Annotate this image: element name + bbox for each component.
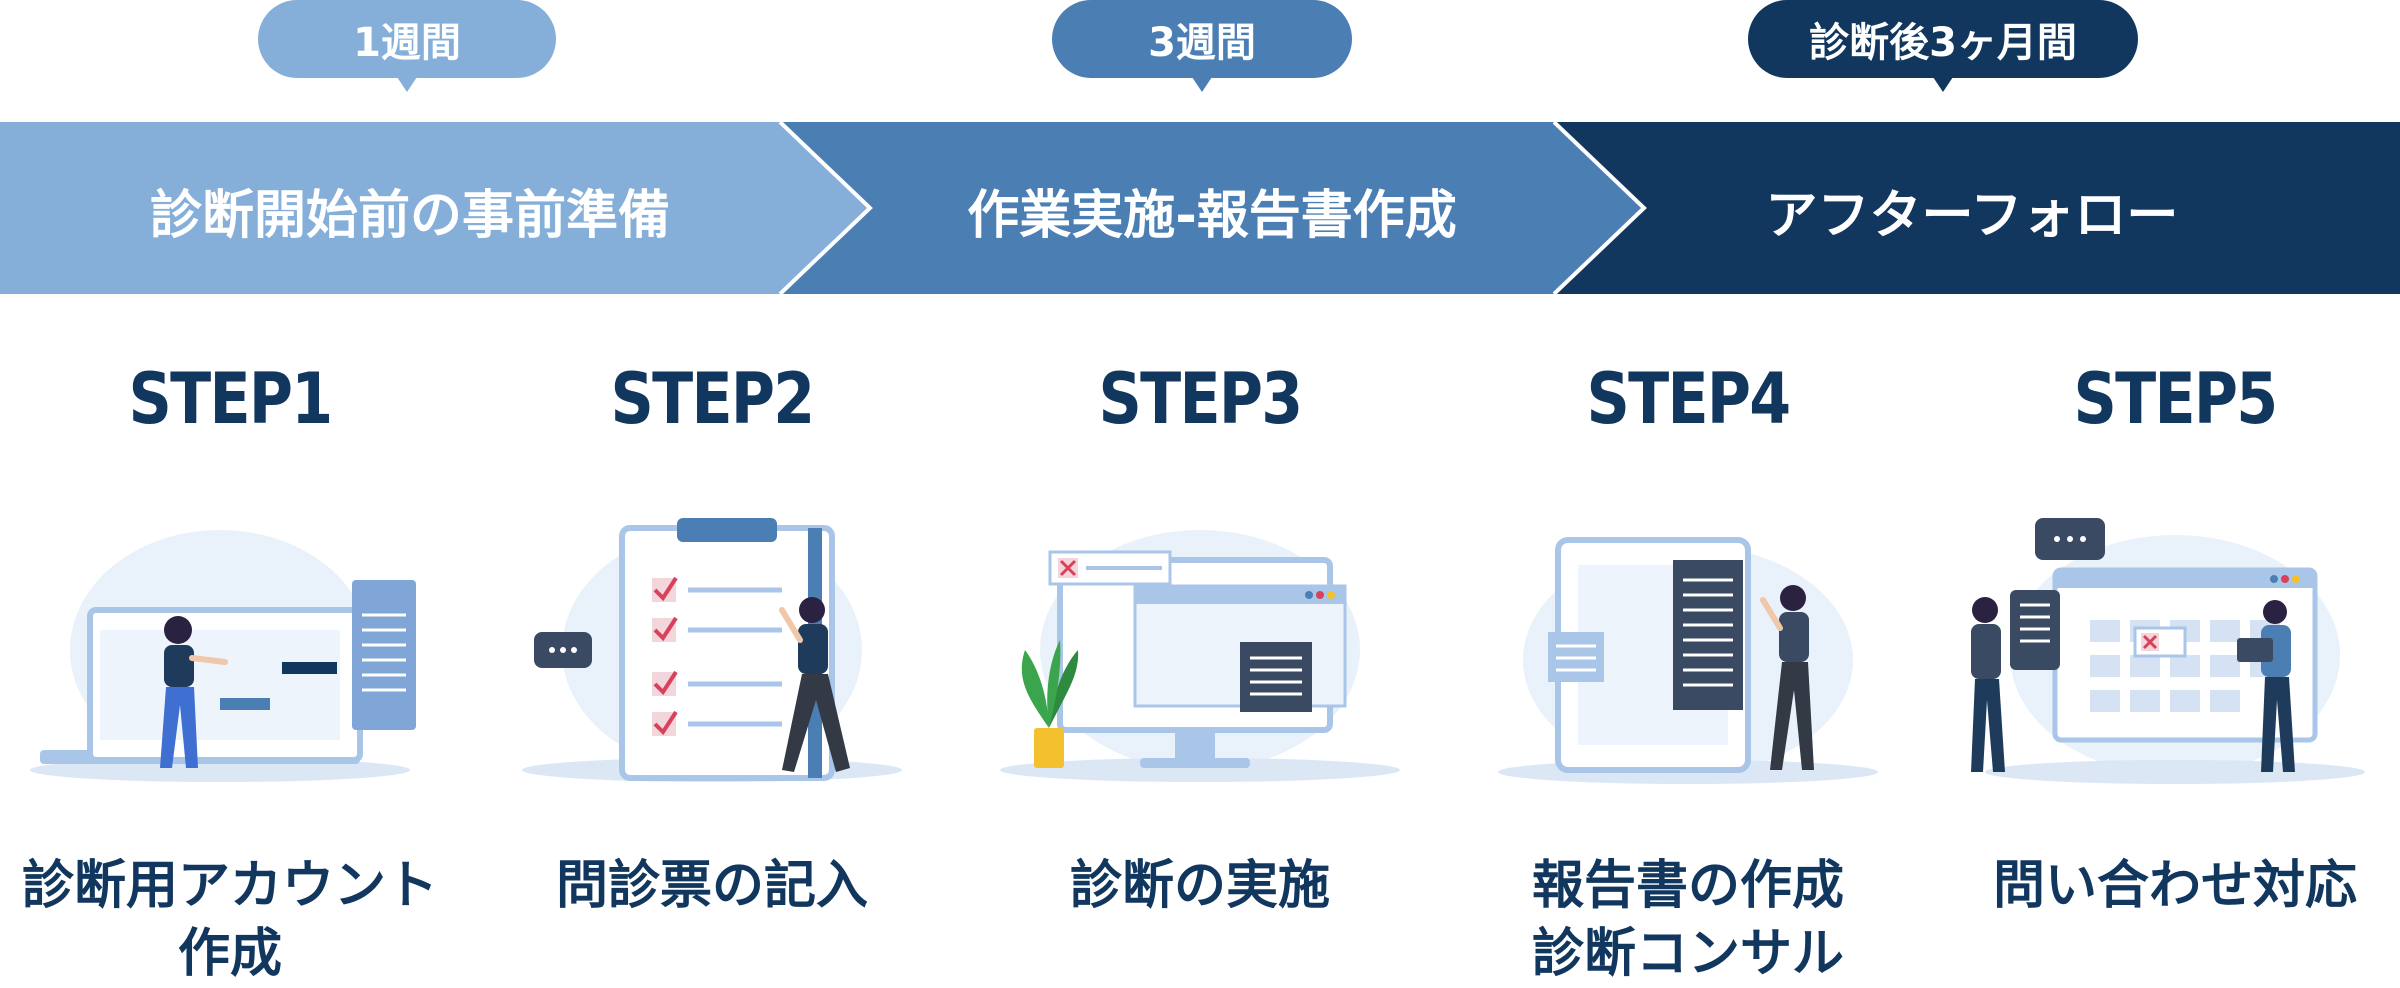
monitor-diagnosis-illustration (1000, 530, 1400, 782)
phase-band (0, 122, 2400, 294)
account-setup-illustration (30, 530, 416, 782)
duration-label: 診断後3ヶ月間 (1809, 20, 2077, 66)
duration-badge-1: 1週間 (258, 0, 556, 92)
step-label: 診断の実施 (950, 852, 1450, 920)
badge-pointer (1192, 77, 1212, 92)
phase-2-label: 作業実施-報告書作成 (967, 185, 1457, 246)
phase-divider-2 (1552, 122, 1647, 294)
step-title: STEP3 (1098, 358, 1304, 440)
phase-1-arrow (0, 122, 870, 294)
step-label-line: 診断用アカウント (21, 856, 438, 916)
report-document-illustration (1498, 537, 1878, 784)
badge-pointer (1933, 77, 1953, 92)
step-4: STEP4 報告書の作成 診断コンサル (1458, 340, 1918, 986)
step-title: STEP5 (2073, 358, 2279, 440)
step-label: 報告書の作成 診断コンサル (1438, 852, 1938, 988)
step-label: 診断用アカウント 作成 (0, 852, 480, 988)
badge-pointer (397, 77, 417, 92)
questionnaire-checklist-illustration (522, 518, 902, 782)
step-label-line: 診断の実施 (1069, 856, 1330, 916)
step-1: STEP1 診断用アカウント 作成 (0, 340, 460, 986)
phase-3-arrow (1554, 122, 2400, 294)
step-title: STEP1 (128, 358, 334, 440)
step-label-line: 問診票の記入 (555, 856, 868, 916)
step-label-line: 作成 (177, 924, 282, 984)
step-label-line: 診断コンサル (1531, 924, 1844, 984)
phase-divider-1 (778, 122, 873, 294)
step-title: STEP4 (1586, 358, 1792, 440)
step-title: STEP2 (610, 358, 816, 440)
phase-1-label: 診断開始前の事前準備 (149, 185, 670, 246)
step-label: 問診票の記入 (462, 852, 962, 920)
step-3: STEP3 診断の実施 (970, 340, 1430, 986)
phase-2-arrow (780, 122, 1644, 294)
duration-label: 1週間 (353, 20, 461, 66)
step-5: STEP5 問い合わせ対応 (1945, 340, 2400, 986)
duration-label: 3週間 (1148, 20, 1256, 66)
step-2: STEP2 問診票の記入 (482, 340, 942, 986)
step-label: 問い合わせ対応 (1925, 852, 2400, 920)
support-inquiry-illustration (1971, 518, 2365, 784)
phase-3-label: アフターフォロー (1765, 185, 2179, 246)
duration-badge-3: 診断後3ヶ月間 (1748, 0, 2138, 92)
duration-badge-2: 3週間 (1052, 0, 1352, 92)
step-label-line: 報告書の作成 (1531, 856, 1844, 916)
step-label-line: 問い合わせ対応 (1992, 856, 2357, 916)
